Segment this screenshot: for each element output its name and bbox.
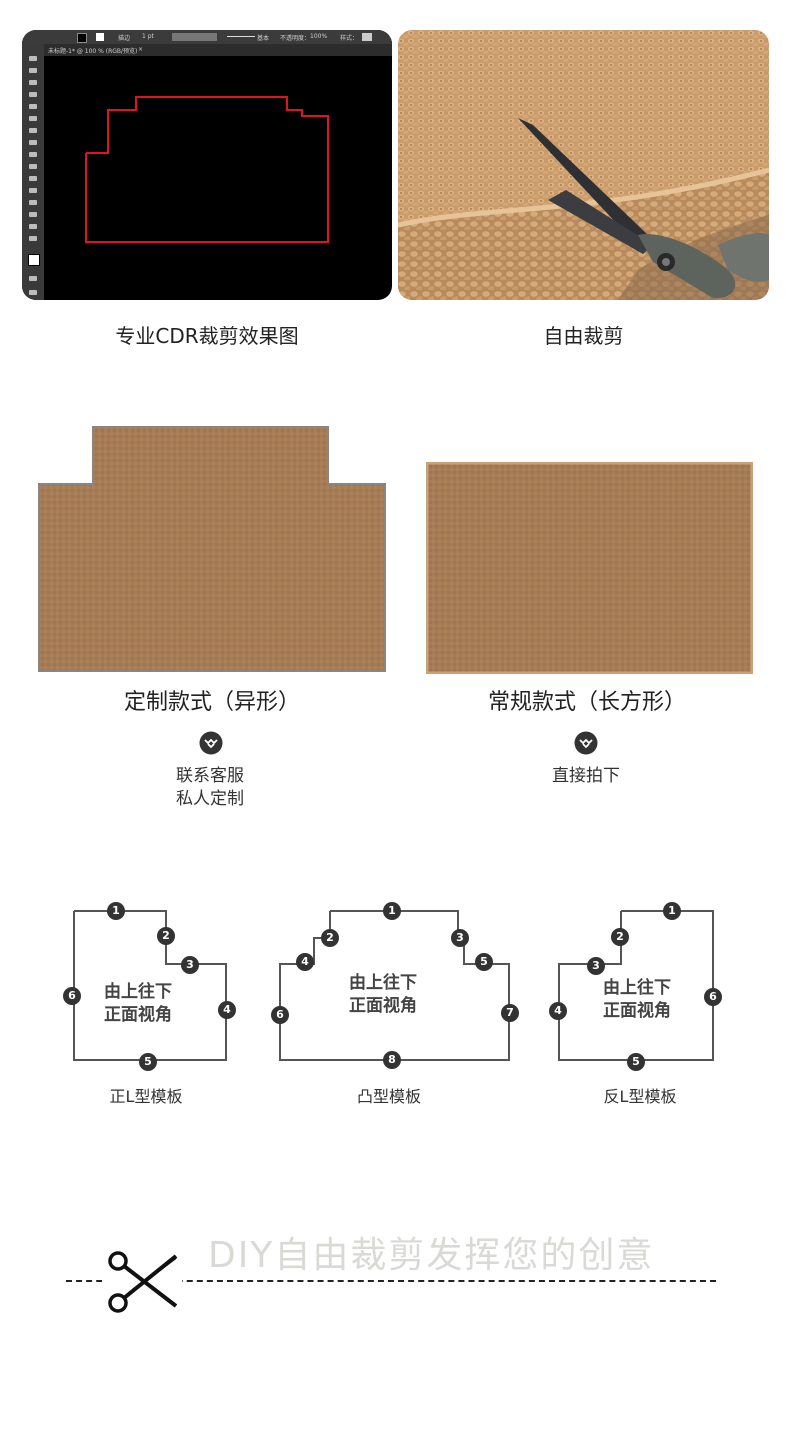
scissors-photo-icon: [518, 118, 769, 299]
number-badge: 6: [63, 987, 81, 1005]
number-badge: 3: [587, 957, 605, 975]
regular-buy-text: 直接拍下: [486, 765, 686, 788]
ps-toolbar: [22, 44, 44, 300]
buy-line-1: 直接拍下: [552, 766, 620, 786]
number-badge: 4: [549, 1002, 567, 1020]
tool-screen-mode-icon[interactable]: [29, 290, 37, 295]
number-badge: 5: [475, 953, 493, 971]
template-left-l: [558, 910, 714, 1061]
number-badge: 8: [383, 1051, 401, 1069]
ps-document-tab[interactable]: 未标题-1* @ 100 % (RGB/预览) ×: [34, 44, 392, 56]
fill-swatch: [77, 33, 87, 43]
tool-eyedropper-icon[interactable]: [29, 188, 37, 193]
regular-rect-rug: [426, 462, 753, 674]
number-badge: 2: [611, 928, 629, 946]
number-badge: 4: [296, 953, 314, 971]
number-badge: 1: [107, 902, 125, 920]
dashed-cut-line: [66, 1280, 716, 1282]
template-left-l-view-text: 由上往下 正面视角: [603, 977, 671, 1023]
view-text-line-2: 正面视角: [603, 1001, 671, 1021]
ps-tab-label: 未标题-1* @ 100 % (RGB/预览): [48, 48, 138, 55]
contact-line-1: 联系客服: [176, 766, 244, 786]
chevron-down-icon: [199, 731, 223, 755]
ps-label-stroke: 描边: [118, 35, 131, 42]
tool-gradient-icon[interactable]: [29, 176, 37, 181]
tool-direct-select-icon[interactable]: [29, 68, 37, 73]
ps-options-bar: 描边 1 pt 基本 不透明度： 100% 样式：: [22, 30, 392, 44]
free-cut-caption: 自由裁剪: [543, 324, 624, 348]
tool-artboard-icon[interactable]: [29, 224, 37, 229]
cdr-cut-screenshot: 描边 1 pt 基本 不透明度： 100% 样式： 未标题-1* @ 100 %…: [22, 30, 392, 300]
number-badge: 5: [627, 1053, 645, 1071]
number-badge: 3: [181, 956, 199, 974]
template-right-l-outline: [73, 910, 227, 1061]
custom-style-title: 定制款式（异形）: [123, 690, 300, 715]
slogan-text: DIY自由裁剪发挥您的创意: [208, 1235, 655, 1276]
ps-opacity-value: 100%: [310, 33, 328, 40]
free-cut-photo: [398, 30, 769, 300]
scissors-icon: [102, 1248, 182, 1318]
chevron-down-icon: [574, 731, 598, 755]
ps-label-opacity: 不透明度：: [280, 35, 311, 42]
tool-rotate-icon[interactable]: [29, 140, 37, 145]
template-left-l-outline: [558, 910, 714, 1061]
ps-label-basic: 基本: [257, 35, 270, 42]
custom-rug-shape: [38, 426, 386, 672]
cut-outline: [85, 96, 329, 243]
tool-eraser-icon[interactable]: [29, 152, 37, 157]
fill-stroke-swatch[interactable]: [28, 254, 40, 266]
cut-outline-path: [85, 96, 329, 243]
template-right-l-view-text: 由上往下 正面视角: [104, 981, 172, 1027]
cdr-caption: 专业CDR裁剪效果图: [115, 324, 299, 348]
view-text-line-2: 正面视角: [104, 1005, 172, 1025]
number-badge: 2: [321, 929, 339, 947]
ps-stroke-style: [227, 36, 255, 37]
number-badge: 6: [704, 988, 722, 1006]
number-badge: 2: [157, 927, 175, 945]
tool-shape-icon[interactable]: [29, 164, 37, 169]
number-badge: 1: [663, 902, 681, 920]
tool-select-icon[interactable]: [29, 56, 37, 61]
number-badge: 6: [271, 1006, 289, 1024]
tool-draw-mode-icon[interactable]: [29, 276, 37, 281]
view-text-line-1: 由上往下: [349, 973, 417, 993]
template-left-l-label: 反L型模板: [603, 1087, 677, 1106]
ps-label-style: 样式：: [340, 35, 359, 42]
ps-tab-close[interactable]: ×: [138, 46, 144, 53]
tool-curve-icon[interactable]: [29, 92, 37, 97]
template-convex-label: 凸型模板: [356, 1087, 421, 1106]
regular-rug-shape: [426, 462, 753, 674]
ps-gray-field: [172, 33, 217, 41]
view-text-line-2: 正面视角: [349, 996, 417, 1016]
custom-shape-rug: [38, 426, 386, 672]
number-badge: 7: [501, 1004, 519, 1022]
template-convex-view-text: 由上往下 正面视角: [349, 972, 417, 1018]
tool-rectangle-icon[interactable]: [29, 104, 37, 109]
stroke-swatch: [96, 33, 104, 41]
view-text-line-1: 由上往下: [603, 978, 671, 998]
template-right-l-label: 正L型模板: [109, 1087, 183, 1106]
tool-symbol-icon[interactable]: [29, 212, 37, 217]
carpet-edge: [398, 167, 769, 228]
template-right-l: [73, 910, 227, 1061]
regular-style-title: 常规款式（长方形）: [487, 690, 686, 715]
tool-pen-icon[interactable]: [29, 80, 37, 85]
custom-contact-text: 联系客服 私人定制: [110, 765, 310, 811]
free-cut-illustration: [398, 30, 769, 300]
ps-style-swatch: [362, 33, 372, 41]
tool-text-icon[interactable]: [29, 128, 37, 133]
tool-blend-icon[interactable]: [29, 200, 37, 205]
number-badge: 1: [383, 902, 401, 920]
number-badge: 5: [139, 1053, 157, 1071]
view-text-line-1: 由上往下: [104, 982, 172, 1002]
tool-zoom-icon[interactable]: [29, 236, 37, 241]
number-badge: 3: [451, 929, 469, 947]
tool-brush-icon[interactable]: [29, 116, 37, 121]
number-badge: 4: [218, 1001, 236, 1019]
ps-stroke-value: 1 pt: [142, 33, 154, 40]
contact-line-2: 私人定制: [176, 789, 244, 809]
